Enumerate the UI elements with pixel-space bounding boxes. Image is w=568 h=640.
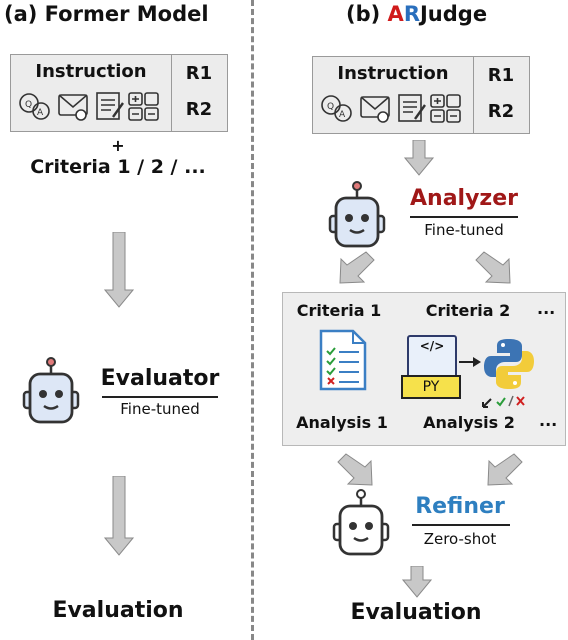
criteria-list: Criteria 1 / 2 / ...	[30, 156, 206, 178]
former-evaluation-output: Evaluation	[52, 598, 184, 623]
refiner-name: Refiner	[415, 494, 505, 519]
svg-text:Q: Q	[327, 102, 334, 112]
analysis-ellipsis: ...	[539, 411, 558, 430]
svg-text:A: A	[37, 108, 44, 118]
refiner-mode: Zero-shot	[423, 530, 497, 548]
py-file-badge: PY	[401, 375, 461, 399]
analyzer-name: Analyzer	[410, 186, 518, 211]
email-icon	[58, 94, 88, 121]
criteria-2-label: Criteria 2	[425, 301, 511, 320]
task-icons: Q A	[321, 94, 461, 123]
analyzer-divider	[410, 216, 518, 218]
svg-text:A: A	[339, 110, 346, 120]
down-right-arrow	[475, 251, 511, 284]
down-left-arrow	[487, 453, 523, 486]
calculator-icon	[430, 94, 461, 123]
qa-bubbles-icon: Q A	[321, 95, 352, 122]
down-arrow	[402, 566, 432, 598]
down-arrow	[104, 476, 134, 556]
qa-bubbles-icon: Q A	[19, 93, 50, 120]
document-edit-icon	[398, 94, 426, 122]
r1-label: R1	[487, 65, 515, 86]
instruction-label: Instruction	[337, 63, 449, 84]
evaluator-mode: Fine-tuned	[120, 400, 200, 418]
code-file-icon: </>	[407, 335, 457, 379]
r2-label: R2	[487, 101, 515, 122]
check-cross-icon	[482, 395, 525, 408]
refiner-robot-icon	[332, 489, 390, 556]
criteria-ellipsis: ...	[537, 299, 556, 318]
instruction-label: Instruction	[35, 61, 147, 82]
analysis-2-label: Analysis 2	[423, 413, 515, 432]
arjudge-input-box: Instruction R1 R2 Q A	[312, 56, 530, 134]
down-arrow	[104, 232, 134, 308]
evaluator-divider	[102, 396, 218, 398]
evaluator-robot-icon	[22, 357, 80, 424]
refiner-divider	[412, 524, 510, 526]
analyzer-mode: Fine-tuned	[424, 221, 504, 239]
down-right-arrow	[337, 453, 373, 486]
r1-label: R1	[185, 63, 213, 84]
analyzer-robot-icon	[328, 181, 386, 248]
task-icons: Q A	[19, 92, 159, 121]
analysis-1-label: Analysis 1	[296, 413, 388, 432]
checklist-document-icon	[319, 329, 367, 391]
email-icon	[360, 96, 390, 123]
python-logo-icon	[484, 339, 534, 389]
document-edit-icon	[96, 92, 124, 120]
arjudge-title: (b) ARJudge	[346, 2, 488, 26]
arjudge-evaluation-output: Evaluation	[350, 600, 482, 625]
r2-label: R2	[185, 99, 213, 120]
former-model-title: (a) Former Model	[4, 2, 209, 26]
former-input-box: Instruction R1 R2 Q A	[10, 54, 228, 132]
down-arrow	[404, 140, 434, 176]
svg-text:Q: Q	[25, 100, 32, 110]
column-divider	[251, 0, 254, 640]
evaluator-name: Evaluator	[100, 366, 220, 391]
analysis-panel: Criteria 1 Criteria 2 ... </> PY Analysi…	[282, 292, 566, 446]
criteria-1-label: Criteria 1	[296, 301, 382, 320]
plus-sign: +	[111, 136, 125, 155]
calculator-icon	[128, 92, 159, 121]
down-left-arrow	[339, 251, 375, 284]
arrow-right-icon	[459, 357, 481, 367]
